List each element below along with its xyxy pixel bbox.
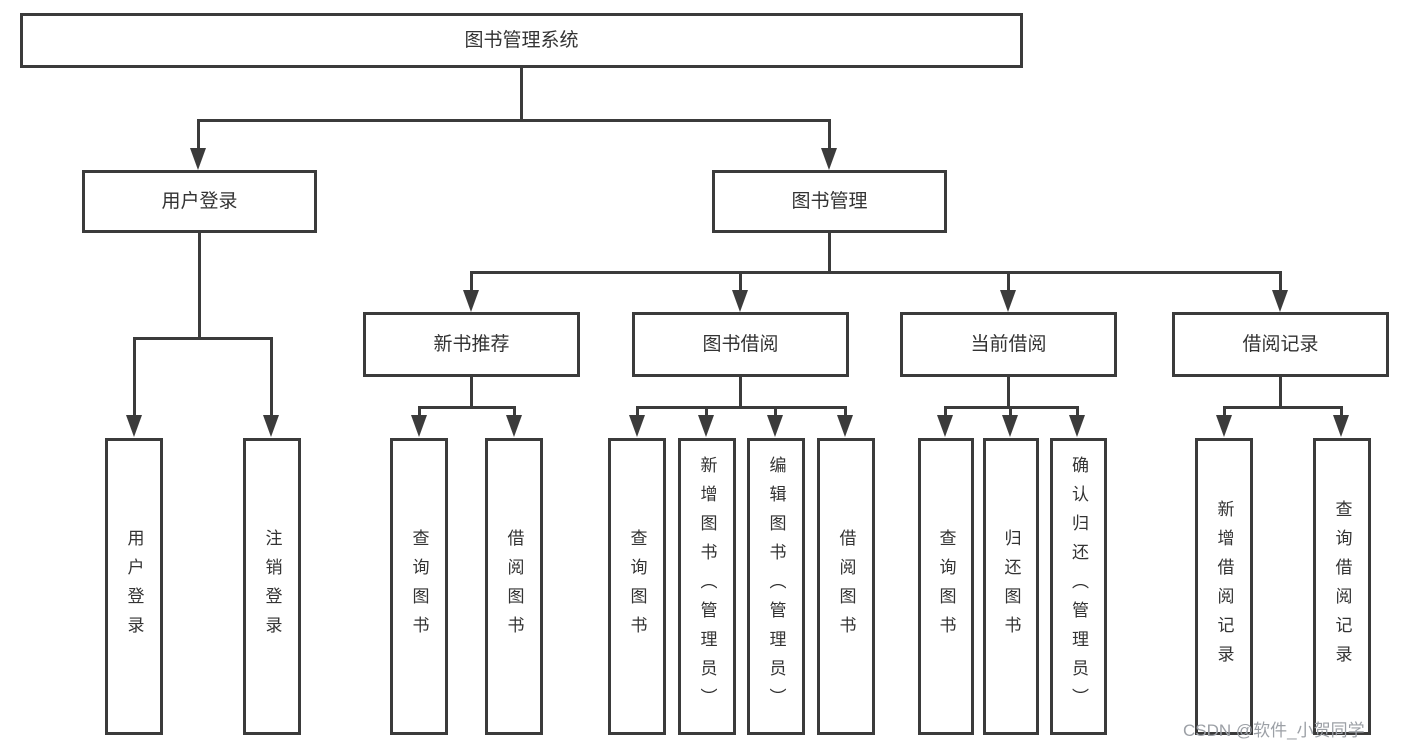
leaf-logout-label: 注销登录 [262,528,282,645]
leaf-return-book: 归还图书 [983,438,1039,735]
arrowhead-down-icon [190,148,206,170]
leaf-query-books-recommend: 查询图书 [390,438,448,735]
arrowhead-down-icon [1069,415,1085,437]
watermark: CSDN @软件_小贺同学 [1183,721,1365,740]
leaf-query-books-current: 查询图书 [918,438,974,735]
arrowhead-down-icon [506,415,522,437]
connector-vline [1007,377,1010,408]
node-root: 图书管理系统 [20,13,1023,68]
arrowhead-down-icon [937,415,953,437]
arrowhead-down-icon [767,415,783,437]
leaf-user-login-label: 用户登录 [124,528,144,645]
connector-vline [1223,406,1226,418]
node-root-label: 图书管理系统 [464,30,579,51]
connector-vline [470,377,473,408]
arrowhead-down-icon [126,415,142,437]
node-current-borrow: 当前借阅 [900,312,1117,377]
leaf-confirm-return-admin: 确认归还（管理员） [1050,438,1107,735]
connector-hline [470,271,1281,274]
connector-vline [705,406,708,418]
connector-hline [636,406,847,409]
connector-vline [1076,406,1079,418]
leaf-edit-book-admin-label: 编辑图书（管理员） [766,456,786,717]
arrowhead-down-icon [1216,415,1232,437]
leaf-borrow-books: 借阅图书 [817,438,875,735]
arrowhead-down-icon [698,415,714,437]
arrowhead-down-icon [1272,290,1288,312]
connector-vline [944,406,947,418]
connector-vline [1340,406,1343,418]
connector-vline [828,119,831,151]
leaf-return-book-label: 归还图书 [1001,528,1021,645]
leaf-query-borrow-record-label: 查询借阅记录 [1332,499,1352,674]
leaf-query-books-borrow: 查询图书 [608,438,666,735]
leaf-query-borrow-record: 查询借阅记录 [1313,438,1371,735]
leaf-query-books-borrow-label: 查询图书 [627,528,647,645]
node-new-book-recommend: 新书推荐 [363,312,580,377]
connector-vline [198,233,201,340]
leaf-add-book-admin-label: 新增图书（管理员） [697,456,717,717]
connector-vline [636,406,639,418]
connector-hline [133,337,273,340]
leaf-borrow-books-recommend: 借阅图书 [485,438,543,735]
node-current-borrow-label: 当前借阅 [970,334,1047,355]
arrowhead-down-icon [821,148,837,170]
connector-vline [197,119,200,151]
connector-vline [133,337,136,417]
node-book-borrow-label: 图书借阅 [702,334,779,355]
arrowhead-down-icon [629,415,645,437]
node-user-login-label: 用户登录 [161,191,238,212]
connector-vline [1279,377,1282,408]
arrowhead-down-icon [463,290,479,312]
leaf-logout: 注销登录 [243,438,301,735]
leaf-add-borrow-record: 新增借阅记录 [1195,438,1253,735]
connector-vline [828,233,831,273]
arrowhead-down-icon [263,415,279,437]
leaf-query-books-current-label: 查询图书 [936,528,956,645]
arrowhead-down-icon [1000,290,1016,312]
leaf-edit-book-admin: 编辑图书（管理员） [747,438,805,735]
connector-vline [1007,271,1010,292]
connector-vline [774,406,777,418]
arrowhead-down-icon [411,415,427,437]
leaf-confirm-return-admin-label: 确认归还（管理员） [1069,456,1088,717]
connector-vline [844,406,847,418]
arrowhead-down-icon [1002,415,1018,437]
node-borrow-records-label: 借阅记录 [1242,334,1319,355]
node-new-book-recommend-label: 新书推荐 [433,334,510,355]
leaf-query-books-recommend-label: 查询图书 [409,528,429,645]
leaf-borrow-books-label: 借阅图书 [836,528,856,645]
leaf-borrow-books-recommend-label: 借阅图书 [504,528,524,645]
connector-vline [739,271,742,292]
connector-vline [1279,271,1282,292]
leaf-user-login: 用户登录 [105,438,163,735]
connector-vline [418,406,421,418]
arrowhead-down-icon [732,290,748,312]
node-book-management: 图书管理 [712,170,947,233]
arrowhead-down-icon [1333,415,1349,437]
connector-hline [1223,406,1343,409]
connector-vline [739,377,742,408]
node-borrow-records: 借阅记录 [1172,312,1389,377]
node-user-login: 用户登录 [82,170,317,233]
connector-vline [1009,406,1012,418]
connector-vline [470,271,473,292]
connector-vline [520,68,523,121]
arrowhead-down-icon [837,415,853,437]
connector-hline [197,119,831,122]
leaf-add-borrow-record-label: 新增借阅记录 [1214,499,1234,674]
node-book-borrow: 图书借阅 [632,312,849,377]
connector-hline [418,406,516,409]
connector-vline [513,406,516,418]
connector-vline [270,337,273,417]
node-book-management-label: 图书管理 [791,191,868,212]
leaf-add-book-admin: 新增图书（管理员） [678,438,736,735]
